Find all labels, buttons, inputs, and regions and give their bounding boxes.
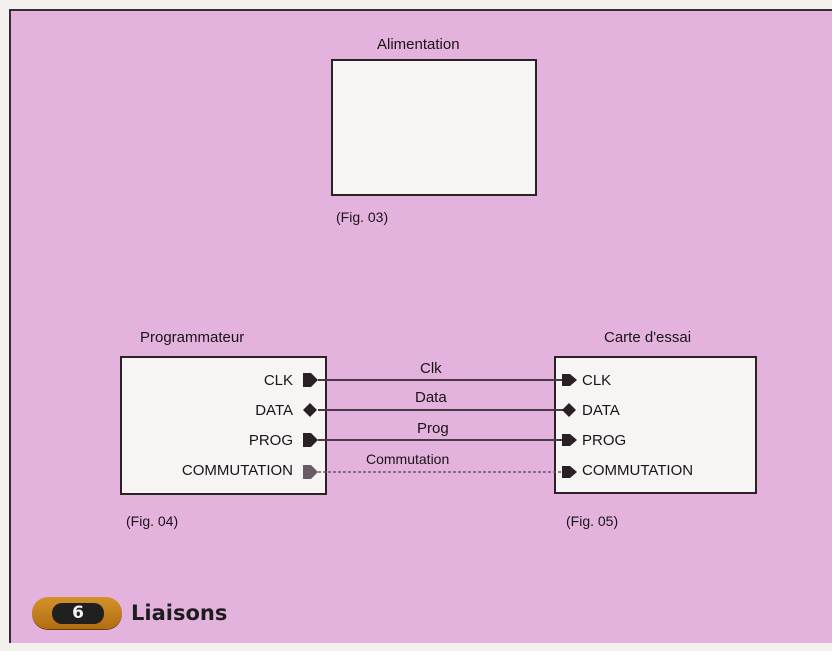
test-board-commutation-marker [562,466,577,478]
section-title: Liaisons [131,601,228,625]
programmer-clk-marker [303,373,318,387]
test-board-block [554,356,757,494]
test-board-caption: (Fig. 05) [566,513,619,529]
test-board-data-marker [562,403,576,417]
programmer-prog-marker [303,433,318,447]
test-board-port-commutation: COMMUTATION [582,462,694,479]
programmer-data-marker [303,403,317,417]
programmer-caption: (Fig. 04) [126,513,179,529]
link-clk-label: Clk [420,360,442,377]
programmer-port-commutation: COMMUTATION [181,462,293,479]
programmer-port-prog: PROG [248,432,293,449]
link-data-label: Data [415,389,447,406]
programmer-port-clk: CLK [263,372,293,389]
section-number: 6 [52,603,104,624]
supply-title: Alimentation [377,36,460,53]
section-number-badge: 6 [32,597,122,629]
programmer-commutation-marker [303,465,318,479]
test-board-port-clk: CLK [582,372,612,389]
test-board-port-data: DATA [582,402,620,419]
test-board-clk-marker [562,374,577,386]
test-board-title: Carte d'essai [604,329,692,346]
programmer-title: Programmateur [140,329,245,346]
programmer-block [120,356,327,495]
link-commutation-label: Commutation [366,451,450,467]
programmer-port-data: DATA [255,402,293,419]
test-board-prog-marker [562,434,577,446]
link-prog-label: Prog [417,420,449,437]
supply-caption: (Fig. 03) [336,209,389,225]
supply-block [331,59,537,196]
test-board-port-prog: PROG [582,432,627,449]
